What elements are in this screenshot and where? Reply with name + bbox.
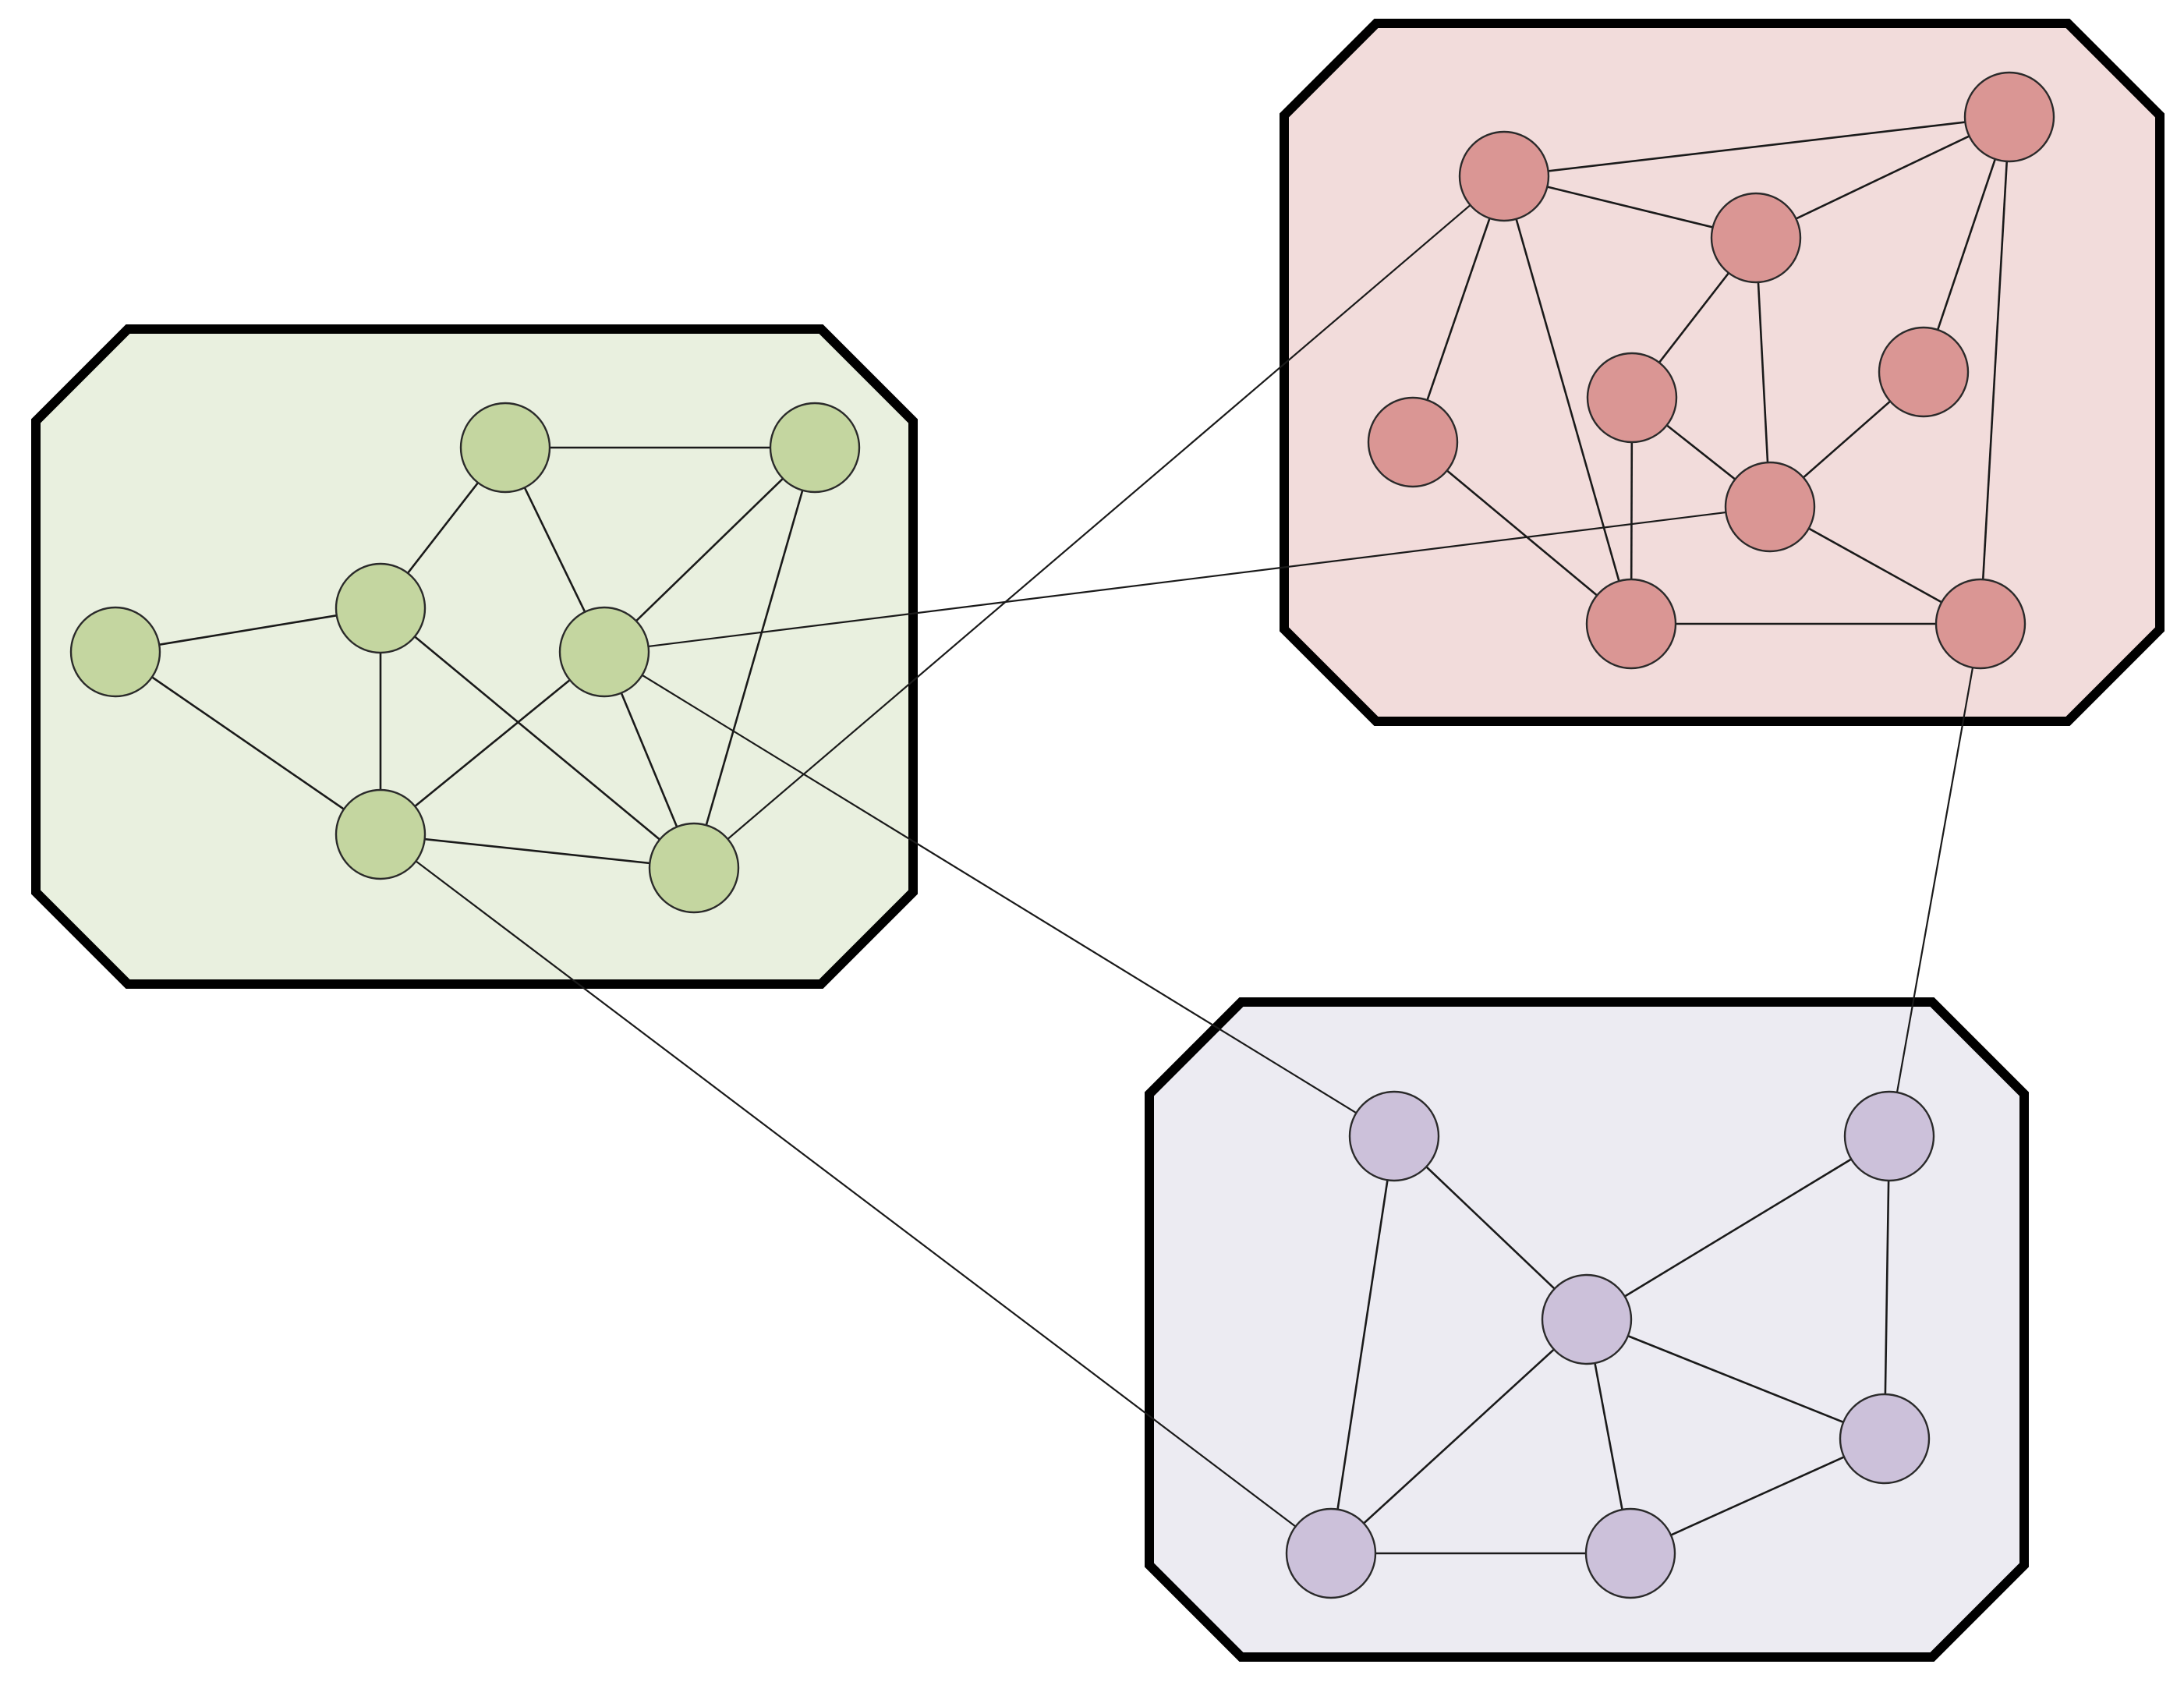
purple-node-1: [1843, 1090, 1935, 1182]
red-node-5: [1878, 326, 1970, 418]
red-edge-3: [1503, 175, 1633, 625]
inter-cluster-edge-0: [604, 505, 1771, 653]
red-edge-2: [1411, 175, 1506, 443]
red-node-2: [1963, 71, 2055, 163]
green-node-2: [459, 402, 551, 494]
purple-node-4: [1839, 1393, 1931, 1485]
green-node-4: [769, 402, 861, 494]
green-edge-9: [604, 447, 816, 653]
red-edge-1: [1503, 115, 2010, 178]
green-node-0: [69, 606, 161, 698]
purple-node-5: [1285, 1507, 1377, 1599]
green-node-5: [558, 606, 650, 698]
red-node-7: [1585, 578, 1677, 670]
red-node-4: [1586, 352, 1678, 444]
green-edge-10: [692, 447, 816, 869]
node-layer: [69, 71, 2055, 1599]
green-edge-1: [115, 650, 381, 836]
green-node-1: [335, 562, 427, 654]
purple-edge-6: [1330, 1319, 1588, 1554]
green-edge-7: [380, 650, 605, 836]
inter-cluster-edge-1: [693, 175, 1505, 869]
green-cluster-box: [31, 324, 918, 989]
purple-edge-5: [1586, 1318, 1885, 1440]
red-node-3: [1367, 396, 1459, 488]
inter-cluster-edge-layer: [380, 175, 1982, 1554]
green-node-6: [648, 822, 740, 914]
red-node-8: [1934, 578, 2026, 670]
red-edge-4: [1755, 115, 2010, 239]
purple-node-2: [1541, 1273, 1633, 1365]
red-edge-8: [1979, 116, 2011, 625]
green-edge-8: [380, 833, 695, 869]
red-edge-9: [1412, 441, 1632, 625]
purple-node-0: [1348, 1090, 1440, 1182]
green-node-3: [335, 788, 427, 880]
green-edge-4: [380, 607, 695, 869]
purple-edge-2: [1586, 1135, 1890, 1321]
inter-cluster-edge-4: [1888, 623, 1982, 1137]
purple-edge-7: [1630, 1437, 1885, 1555]
purple-node-3: [1584, 1507, 1676, 1599]
inter-cluster-edge-3: [380, 834, 1332, 1554]
purple-edge-1: [1329, 1135, 1396, 1554]
red-node-0: [1458, 130, 1550, 222]
inter-cluster-edge-2: [604, 651, 1395, 1137]
purple-edge-3: [1883, 1135, 1891, 1439]
red-node-6: [1724, 461, 1816, 553]
red-node-1: [1710, 192, 1802, 284]
